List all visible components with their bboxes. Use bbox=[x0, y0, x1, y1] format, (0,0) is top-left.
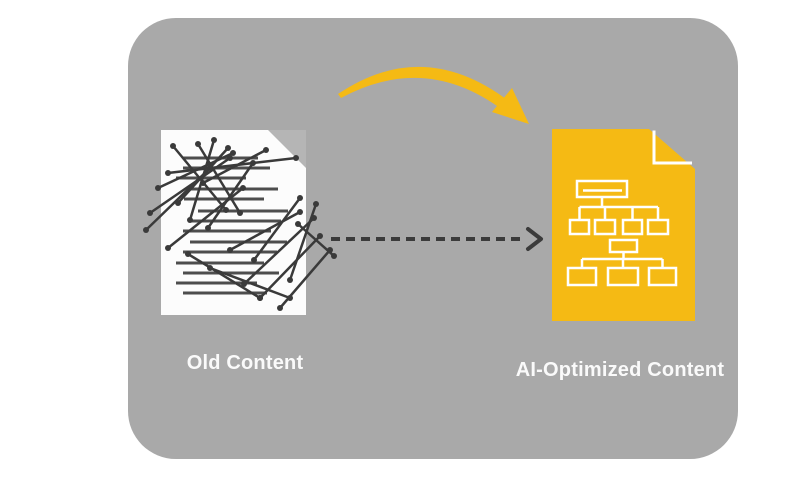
ai-optimized-content-label: AI-Optimized Content bbox=[515, 359, 725, 381]
old-document-scribbles bbox=[143, 137, 337, 311]
curved-arrow-head bbox=[492, 88, 529, 124]
old-content-label: Old Content bbox=[186, 352, 304, 374]
dashed-arrow-head bbox=[526, 227, 543, 251]
ai-document-fold bbox=[652, 130, 692, 165]
curved-arrow-icon bbox=[338, 66, 529, 124]
curved-arrow-shaft bbox=[338, 66, 510, 111]
dashed-arrow-icon bbox=[331, 227, 543, 251]
old-document-icon bbox=[143, 130, 337, 315]
sitemap-hierarchy bbox=[566, 179, 678, 287]
ai-document-icon bbox=[552, 129, 695, 321]
